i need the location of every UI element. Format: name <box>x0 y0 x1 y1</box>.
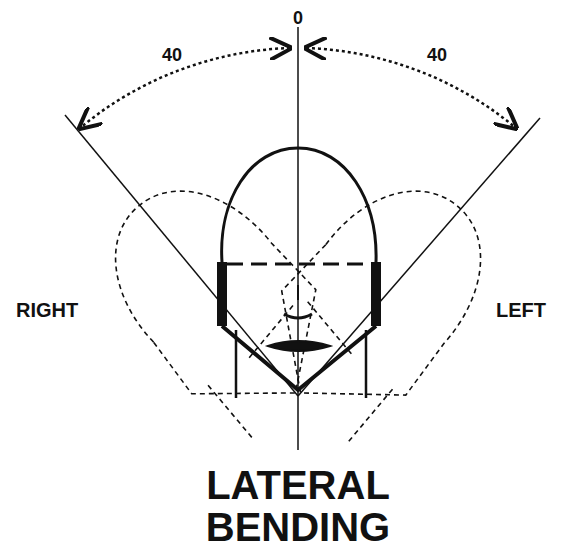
range-arc <box>80 48 290 128</box>
angle-value: 40 <box>425 46 449 64</box>
side-label: LEFT <box>494 300 548 320</box>
figure-caption: LATERAL BENDING <box>183 464 413 548</box>
tilted-head <box>235 155 520 451</box>
center-line <box>297 10 299 450</box>
side-label: RIGHT <box>14 300 80 320</box>
tilted-head <box>77 153 362 449</box>
range-arc <box>306 48 516 128</box>
angle-value: 40 <box>160 46 184 64</box>
upright-head <box>217 148 381 398</box>
angle-value: 0 <box>291 9 305 27</box>
